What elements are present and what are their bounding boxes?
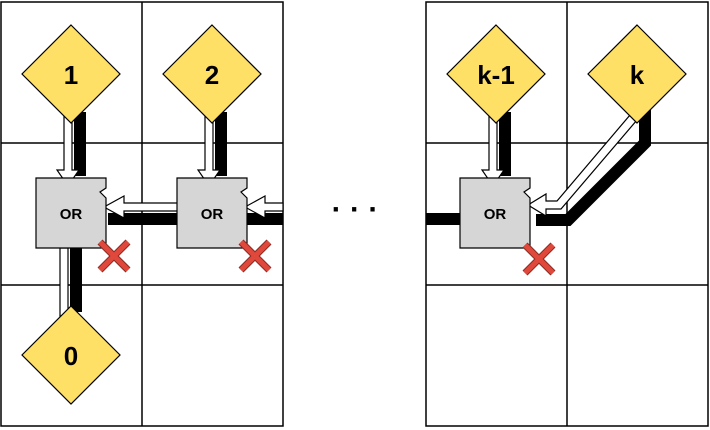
hollow-arrow-into-gate-left bbox=[102, 194, 179, 220]
black-wires bbox=[70, 105, 651, 312]
cross-icon-left bbox=[97, 239, 131, 273]
node-0: 0 bbox=[21, 305, 121, 405]
node-k-minus-1-label: k-1 bbox=[477, 60, 515, 90]
cross-icon-right bbox=[522, 242, 556, 276]
cross-icon-middle bbox=[238, 239, 272, 273]
node-2: 2 bbox=[162, 24, 262, 124]
gate-middle: OR bbox=[176, 177, 248, 249]
ellipsis-text: · · · bbox=[332, 193, 379, 226]
node-0-label: 0 bbox=[64, 341, 78, 371]
node-1: 1 bbox=[21, 24, 121, 124]
node-1-label: 1 bbox=[64, 60, 78, 90]
gate-right: OR bbox=[459, 177, 531, 249]
wire-k-to-gate-right bbox=[536, 105, 651, 226]
gate-left: OR bbox=[35, 177, 107, 249]
hollow-arrow-into-gate-middle bbox=[243, 194, 284, 220]
node-k-label: k bbox=[630, 60, 645, 90]
hollow-arrow-gate-left-to-0 bbox=[59, 247, 69, 317]
node-k: k bbox=[587, 24, 687, 124]
gate-middle-label: OR bbox=[201, 206, 224, 223]
node-k-minus-1: k-1 bbox=[446, 24, 546, 124]
gate-left-label: OR bbox=[60, 206, 83, 223]
node-2-label: 2 bbox=[205, 60, 219, 90]
gate-right-label: OR bbox=[484, 206, 507, 223]
